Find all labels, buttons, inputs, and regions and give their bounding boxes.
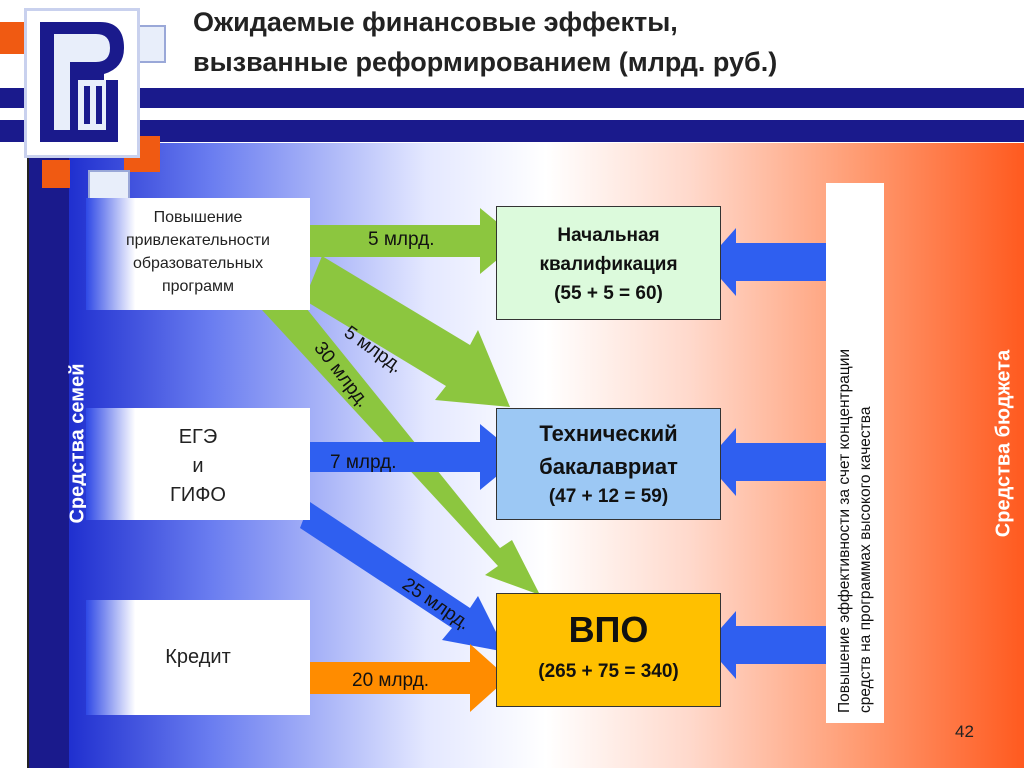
source-attractiveness-line-4: программ	[161, 278, 235, 295]
source-attractiveness-line-1: Повышение	[153, 209, 243, 226]
source-attractiveness-line-3: образовательных	[132, 255, 264, 272]
budget-note-line-1: Повышение эффективности за счет концентр…	[836, 348, 853, 713]
title-line-2: вызванные реформированием (млрд. руб.)	[193, 47, 778, 77]
title-line-1: Ожидаемые финансовые эффекты,	[193, 7, 678, 37]
source-ege-line-3: ГИФО	[170, 484, 226, 506]
budget-note-line-2: средств на программах высокого качества	[857, 406, 874, 713]
target-tech-line-2: бакалавриат	[539, 454, 678, 479]
flow-label-attractiveness-initial: 5 млрд.	[368, 229, 435, 250]
target-initial: Начальная квалификация (55 + 5 = 60)	[496, 206, 721, 320]
flow-label-credit-vpo: 20 млрд.	[352, 670, 430, 691]
source-ege-line-1: ЕГЭ	[178, 426, 218, 448]
budget-note: Повышение эффективности за счет концентр…	[826, 183, 884, 723]
target-vpo-line-1: ВПО	[568, 609, 649, 650]
flow-arrow-ege-tech	[310, 424, 520, 490]
flow-arrow-credit-vpo	[310, 644, 508, 712]
budget-arrow-initial	[706, 228, 826, 296]
target-initial-line-2: квалификация	[539, 254, 678, 275]
slide-title: Ожидаемые финансовые эффекты, вызванные …	[193, 2, 1013, 82]
header-band-gap	[0, 108, 1024, 120]
source-credit: Кредит	[86, 600, 310, 715]
flow-arrow-ege-vpo	[300, 502, 506, 652]
flow-label-ege-tech: 7 млрд.	[330, 452, 397, 473]
target-tech: Технический бакалавриат (47 + 12 = 59)	[496, 408, 721, 520]
budget-arrow-tech	[706, 428, 826, 496]
target-vpo: ВПО (265 + 75 = 340)	[496, 593, 721, 707]
logo-monogram-icon	[40, 22, 124, 142]
hse-logo	[0, 0, 170, 200]
target-tech-line-3: (47 + 12 = 59)	[548, 486, 669, 507]
families-stripe	[29, 143, 69, 768]
budget-arrow-vpo	[706, 611, 826, 679]
target-initial-line-3: (55 + 5 = 60)	[554, 283, 663, 304]
target-initial-line-1: Начальная	[557, 225, 660, 246]
target-tech-line-1: Технический	[539, 421, 678, 446]
source-attractiveness: Повышение привлекательности образователь…	[86, 198, 310, 310]
source-ege: ЕГЭ и ГИФО	[86, 408, 310, 520]
header-band-top	[0, 88, 1024, 108]
header-band-bottom	[0, 120, 1024, 142]
source-credit-line-1: Кредит	[165, 646, 231, 668]
flow-arrow-attractiveness-initial	[310, 208, 520, 274]
page-number: 42	[955, 722, 974, 741]
budget-note-text: Повышение эффективности за счет концентр…	[834, 173, 876, 713]
source-attractiveness-line-2: привлекательности	[126, 232, 270, 249]
source-ege-line-2: и	[192, 455, 204, 477]
flow-arrow-attractiveness-tech	[304, 256, 510, 407]
content-frame	[27, 143, 1023, 768]
target-vpo-line-3: (265 + 75 = 340)	[538, 661, 679, 682]
